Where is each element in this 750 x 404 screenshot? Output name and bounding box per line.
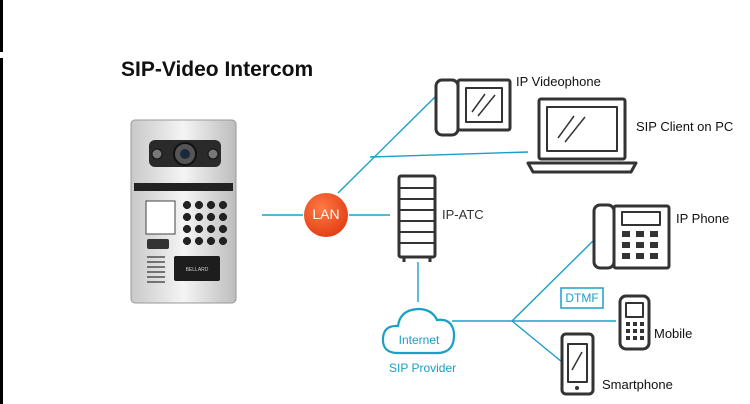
speaker-grille-icon: [147, 256, 165, 283]
smartphone-home-button-icon: [575, 386, 579, 390]
rfid-reader: [174, 256, 220, 281]
smartphone-icon: [560, 332, 595, 396]
panel-dark-strip: [134, 183, 233, 191]
dtmf-label: DTMF: [565, 291, 599, 305]
line-hub-smartphone: [511, 320, 563, 363]
internet-label: Internet: [398, 333, 440, 347]
ir-led-right-icon: [207, 148, 219, 160]
ip-videophone-icon: [434, 78, 512, 137]
call-button-icon: [147, 239, 169, 249]
sip-client-label: SIP Client on PC: [636, 119, 734, 134]
ip-videophone-label: IP Videophone: [516, 74, 601, 89]
ir-led-left-icon: [151, 148, 163, 160]
lan-label: LAN: [312, 206, 340, 222]
cloud-icon: [381, 307, 456, 355]
dtmf-box: [560, 287, 604, 309]
line-lan-videophone: [337, 95, 437, 194]
left-edge-bar-bottom: [0, 58, 3, 404]
keypad: [182, 200, 228, 246]
line-to-sip-client: [369, 151, 529, 158]
mobile-label: Mobile: [654, 326, 693, 341]
lan-node: [304, 193, 348, 237]
laptop-icon: [526, 97, 638, 174]
sip-provider-label: SIP Provider: [389, 361, 457, 375]
mobile-phone-keys: [626, 322, 644, 340]
left-edge-bar-top: [0, 0, 3, 52]
server-icon: [397, 174, 437, 262]
line-hub-ipphone: [511, 239, 595, 322]
smartphone-label: Smartphone: [602, 377, 673, 392]
desk-phone-keys: [622, 231, 658, 259]
ip-phone-label: IP Phone: [676, 211, 730, 226]
panel-brand-logo: BELLARD: [186, 267, 209, 273]
connection-lines: [262, 95, 616, 363]
diagram-title: SIP-Video Intercom: [121, 58, 314, 81]
ip-atc-label: IP-ATC: [442, 207, 484, 222]
intercom-panel: [130, 119, 237, 304]
name-plate: [145, 200, 176, 235]
